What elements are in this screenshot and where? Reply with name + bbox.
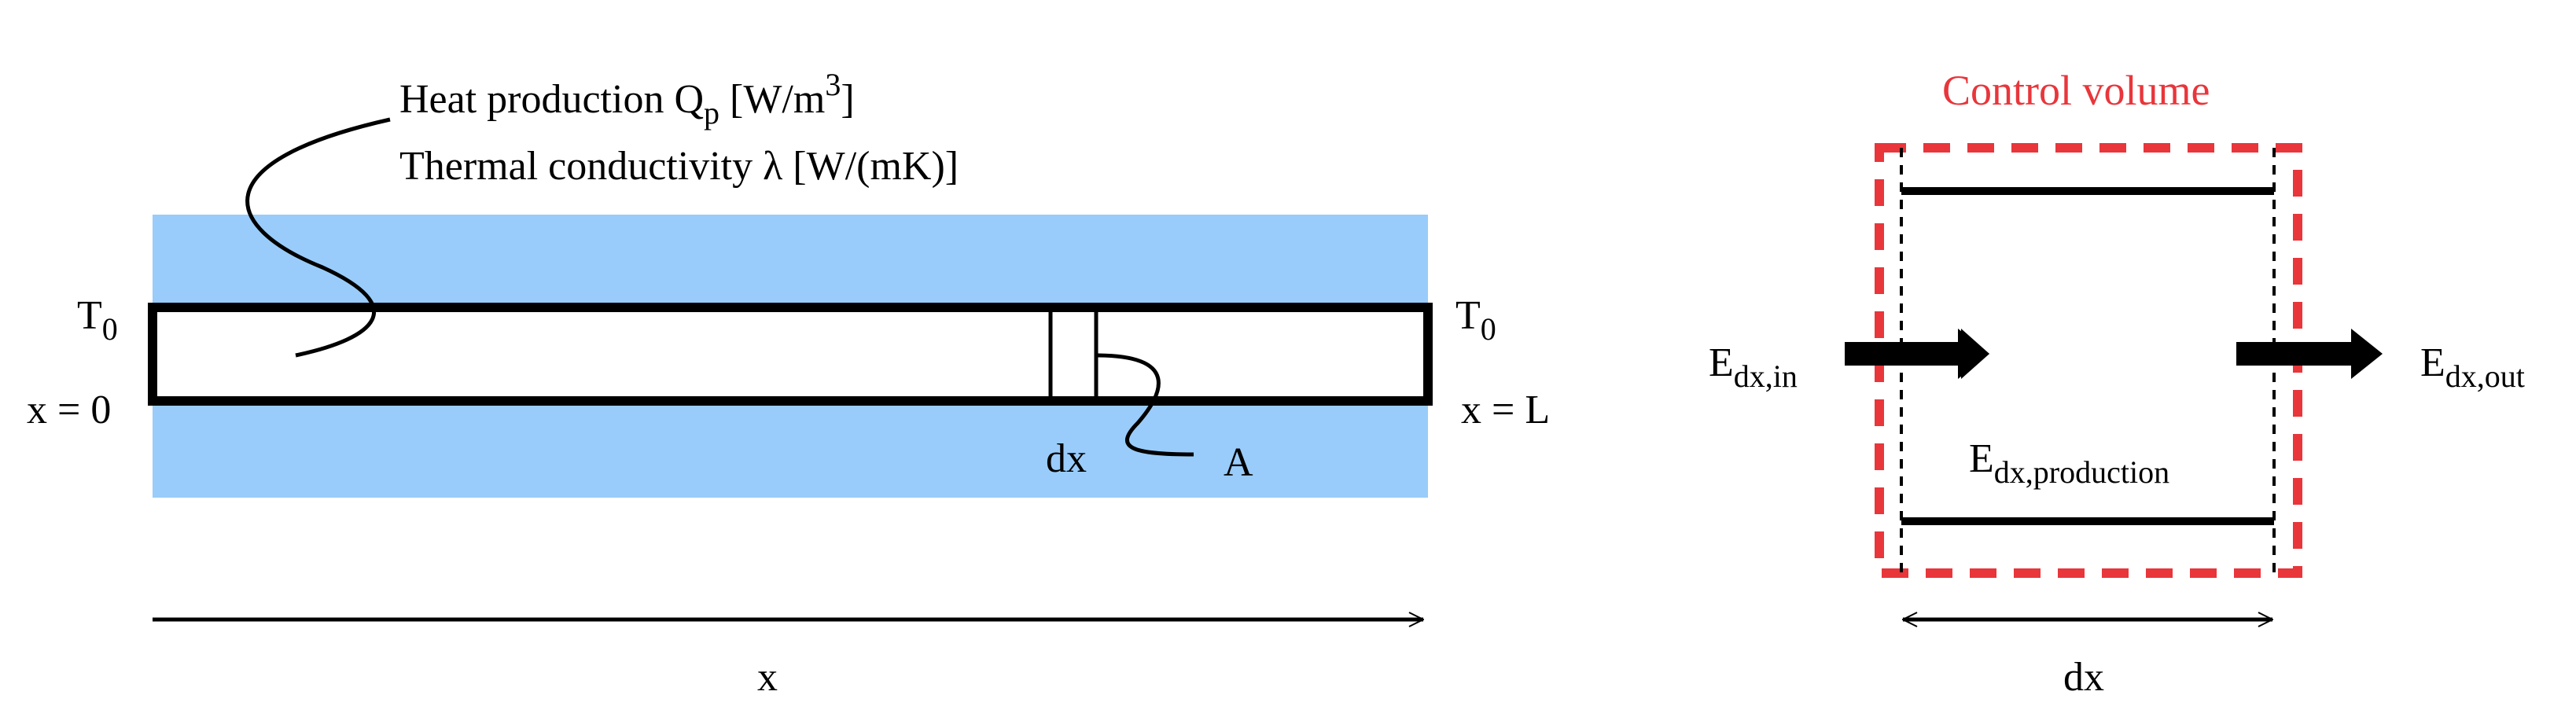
energy-out-label: Edx,out [2420,340,2525,394]
cv-width-label: dx [2063,655,2104,700]
right-position-label: x = L [1461,388,1550,432]
heat-production-label: Heat production Qp [W/m3] [399,67,855,131]
control-volume-title: Control volume [1942,67,2210,114]
energy-production-label: Edx,production [1969,436,2169,490]
area-leader [1095,353,1194,457]
element-width-label: dx [1046,436,1087,481]
energy-in-label: Edx,in [1709,340,1798,394]
energy-out-arrow [2236,329,2383,379]
heat-production-leader [245,117,391,358]
rod [148,303,1433,406]
x-axis-label: x [757,655,778,700]
left-position-label: x = 0 [27,388,111,432]
energy-in-arrow [1845,329,1989,379]
thermal-conductivity-label: Thermal conductivity λ [W/(mK)] [399,144,959,189]
right-temperature-label: T0 [1455,293,1496,347]
left-temperature-label: T0 [77,293,118,347]
area-label: A [1224,440,1253,485]
